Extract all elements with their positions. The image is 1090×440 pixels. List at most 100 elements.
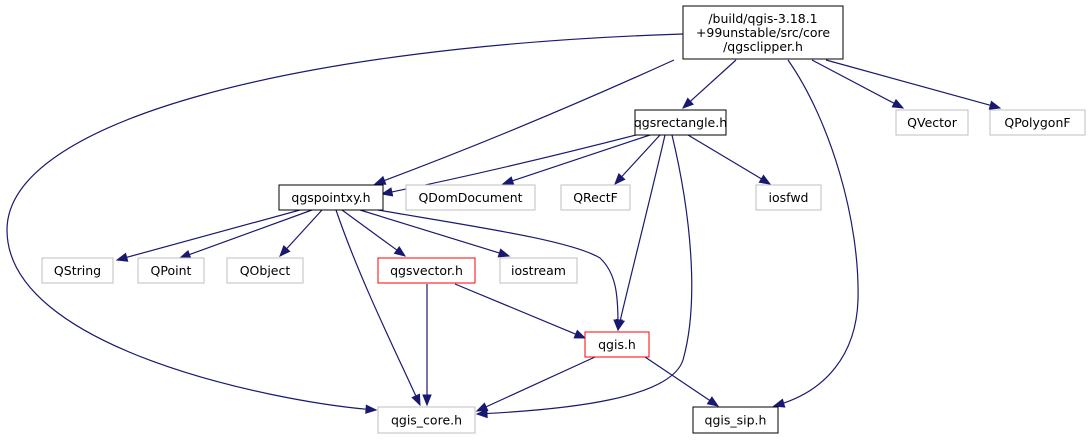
edge-qgsrectangle-to-iosfwd [687,134,772,185]
edge-line [502,134,651,185]
edge-line [614,134,661,185]
edge-qgsrectangle-to-qgis_core [475,134,693,419]
node-box [584,331,650,358]
edge-arrowhead [373,175,387,185]
node-qgspointxy[interactable]: qgspointxy.h [278,184,384,211]
edge-arrowhead [772,398,786,408]
node-label: /qgsclipper.h [723,39,803,54]
node-qpolygonf: QPolygonF [989,109,1086,136]
edge-arrowhead [422,394,432,407]
node-box [560,184,631,211]
node-label: qgis.h [598,337,636,352]
edge-qgsvector-to-qgis_core [422,284,432,407]
edge-root-to-qvector [811,59,905,109]
node-label: QPolygonF [1004,115,1070,130]
node-label: QVector [907,115,958,130]
node-label: QObject [240,263,291,278]
edge-line [476,356,596,412]
node-label: iosfwd [769,190,809,205]
edge-line [825,59,1001,109]
edge-root-to-qgis_sip [772,59,859,408]
edge-root-to-qgis_core [6,33,684,414]
edge-line [687,134,771,185]
edge-qgspointxy-to-iostream [359,209,511,258]
edge-qgsvector-to-qgis [454,283,587,339]
edge-line [341,209,406,257]
node-label: +99unstable/src/core [696,25,830,40]
edge-arrowhead [380,187,394,197]
edge-arrowhead [393,245,407,257]
node-box [377,406,476,434]
edge-arrowhead [279,245,291,257]
node-qgis-sip[interactable]: qgis_sip.h [692,406,779,434]
node-qgis[interactable]: qgis.h [584,331,650,358]
node-iostream: iostream [499,257,578,284]
node-qstring: QString [41,257,114,284]
edge-line [682,59,737,109]
edge-qgis-to-qgis_sip [644,356,720,407]
edge-arrowhead [682,97,694,109]
node-box [895,109,969,136]
edge-line [811,59,904,109]
node-label: qgspointxy.h [291,190,370,205]
node-label: qgsrectangle.h [634,115,727,130]
edge-line [179,209,313,259]
edge-arrowhead [475,408,488,419]
edge-line [617,134,666,331]
node-qrectf: QRectF [560,184,631,211]
edge-arrowhead [475,402,489,412]
edge-qgspointxy-to-qstring [115,209,301,262]
edge-arrowhead [365,404,378,414]
node-label: qgsvector.h [390,263,463,278]
edge-qgspointxy-to-qpoint [178,209,313,259]
node-box [634,109,727,136]
edge-arrowhead [178,249,192,259]
node-qvector: QVector [895,109,969,136]
node-box [405,184,536,211]
edge-root-to-qgsrectangle [682,59,737,109]
node-label: QString [54,263,101,278]
node-qpoint: QPoint [137,257,205,284]
edge-qgsrectangle-to-qdomdocument [501,134,651,186]
node-label: QPoint [151,263,192,278]
edge-arrowhead [891,98,905,109]
node-box [682,5,844,60]
node-qgsvector[interactable]: qgsvector.h [377,257,476,284]
node-label: QRectF [573,190,618,205]
edge-line [454,283,586,339]
edge-line [116,209,301,261]
edge-qgspointxy-to-qgis [377,209,623,332]
node-label: qgis_core.h [391,413,462,428]
node-box [137,257,205,284]
edge-arrowhead [706,396,720,407]
nodes-layer: /build/qgis-3.18.1+99unstable/src/core/q… [41,5,1086,434]
edge-line [359,209,510,257]
node-box [278,184,384,211]
edge-root-to-qpolygonf [825,59,1002,110]
edge-arrowhead [614,173,626,185]
edges-layer [6,33,1002,419]
edge-arrowhead [497,248,511,258]
edge-arrowhead [411,393,421,407]
edge-root-to-qgspointxy [373,59,675,185]
node-qobject: QObject [226,257,304,284]
edge-qgsrectangle-to-qgis [615,134,666,332]
node-iosfwd: iosfwd [755,184,822,211]
node-label: iostream [511,263,566,278]
node-box [692,406,779,434]
node-qgsrectangle[interactable]: qgsrectangle.h [634,109,727,136]
edge-qgsrectangle-to-qrectf [614,134,661,185]
edge-arrowhead [758,174,772,185]
node-root[interactable]: /build/qgis-3.18.1+99unstable/src/core/q… [682,5,844,60]
node-label: /build/qgis-3.18.1 [708,11,817,26]
edge-qgspointxy-to-qgis_core [335,209,421,407]
edge-arrowhead [573,329,587,339]
node-box [989,109,1086,136]
edge-qgis-to-qgis_core [475,356,596,412]
edge-line [644,356,719,407]
edge-line [377,209,619,331]
node-label: qgis_sip.h [705,413,767,428]
edge-line [773,59,859,407]
edge-line [6,33,684,411]
